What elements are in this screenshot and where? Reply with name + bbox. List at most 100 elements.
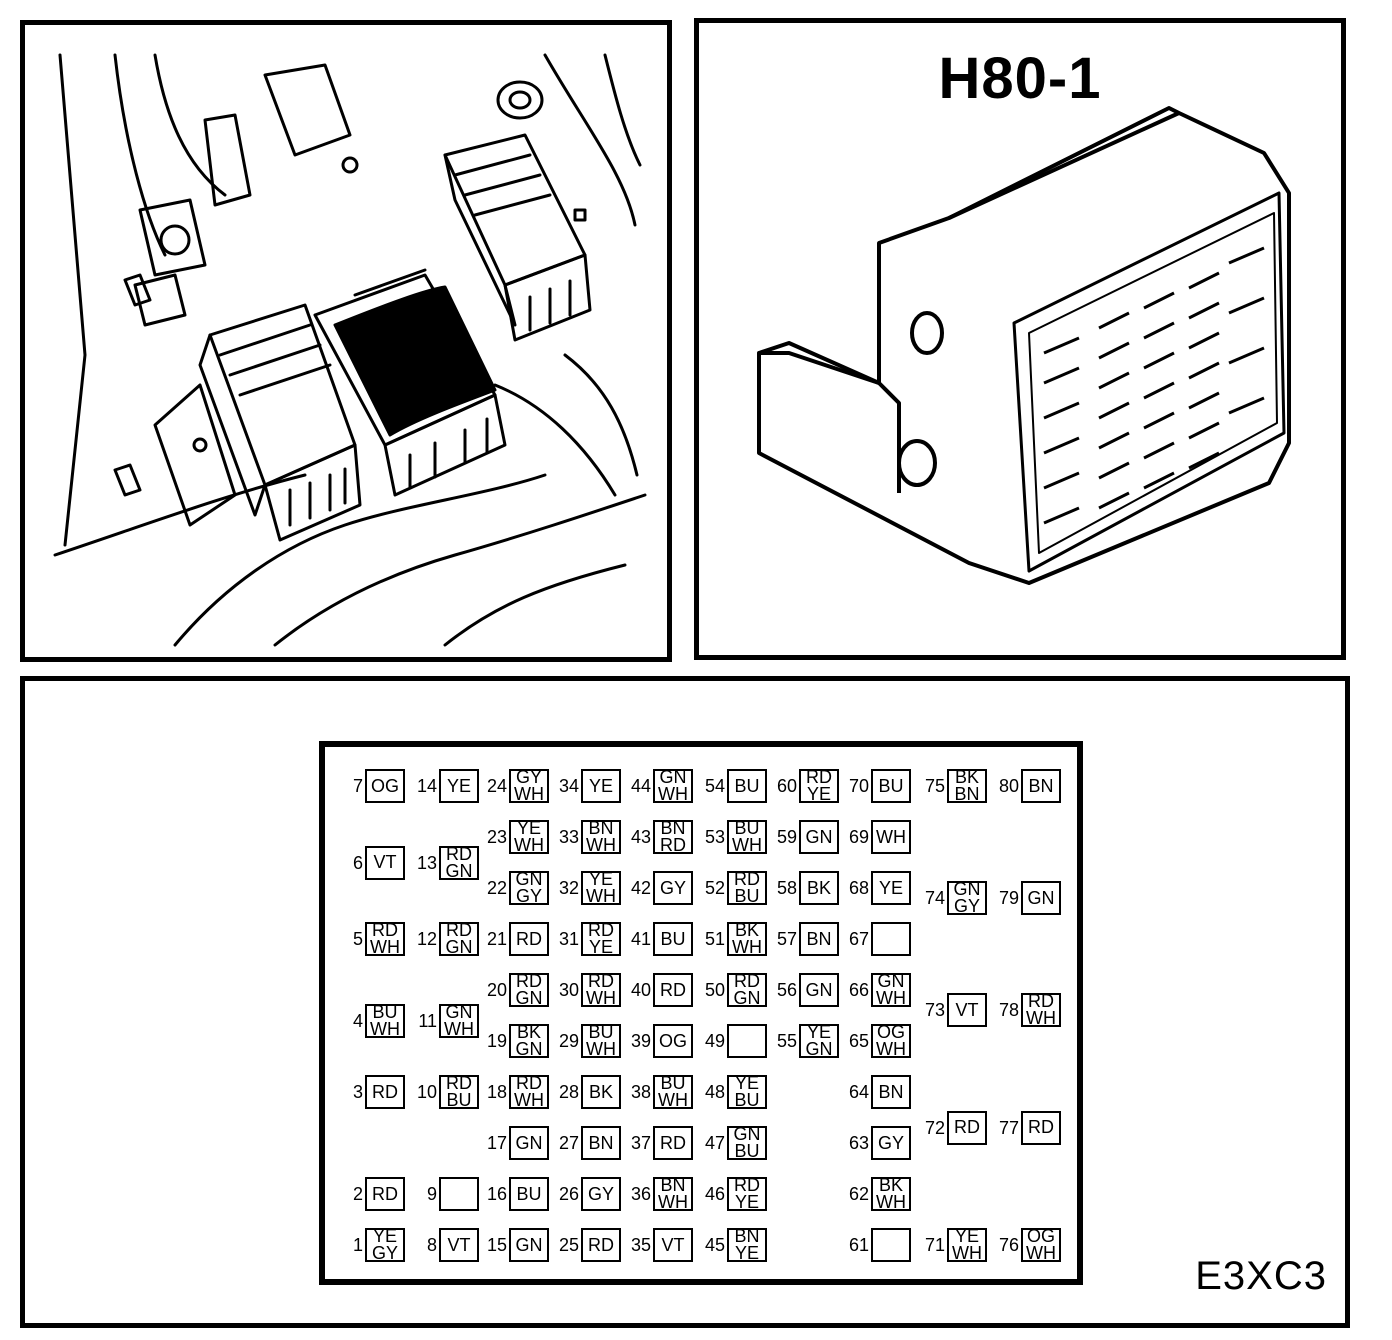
pin-59-wire-color: GN — [799, 820, 839, 854]
wire-color-code: BK — [954, 767, 979, 787]
pin-number: 15 — [486, 1235, 507, 1255]
wire-color-code: WH — [658, 1090, 688, 1110]
pin-number: 62 — [848, 1184, 869, 1204]
wire-color-code: GN — [515, 988, 543, 1008]
pin-39-wire-color: OG — [653, 1024, 693, 1058]
wire-color-code: WH — [444, 1018, 474, 1039]
wire-color-code: BN — [660, 818, 686, 838]
pin-number: 11 — [418, 1010, 437, 1031]
pin-80-wire-color: BN — [1021, 769, 1061, 803]
pin-number: 13 — [416, 852, 437, 873]
pin-number: 53 — [704, 827, 725, 847]
wire-color-code: BN — [878, 1081, 904, 1102]
pin-number: 39 — [630, 1031, 651, 1051]
wire-color-code: WH — [952, 1243, 982, 1263]
wire-color-code: RD — [446, 1073, 472, 1093]
wire-color-code: BU — [660, 1073, 686, 1093]
pin-number: 73 — [924, 1000, 945, 1021]
pin-number: 55 — [776, 1031, 797, 1051]
pin-number: 44 — [630, 776, 651, 796]
diagram-code: E3XC3 — [1195, 1254, 1327, 1298]
wire-color-code: BU — [878, 775, 904, 796]
pin-42-wire-color: GY — [653, 871, 693, 905]
wire-color-code: BU — [734, 1141, 760, 1161]
wire-color-code: YE — [734, 1073, 759, 1093]
wire-color-code: WH — [876, 1039, 906, 1059]
wire-color-code: RD — [372, 1081, 398, 1102]
wire-color-code: GY — [371, 1243, 398, 1263]
wire-color-code: BN — [1028, 775, 1054, 796]
wire-color-code: BK — [878, 1175, 903, 1195]
wire-color-code: GN — [1027, 887, 1055, 908]
wire-color-code: RD — [588, 971, 614, 991]
pin-number: 36 — [630, 1184, 651, 1204]
wire-color-code: VT — [661, 1234, 685, 1255]
pin-21-wire-color: RD — [509, 922, 549, 956]
wire-color-code: WH — [514, 1090, 544, 1110]
wire-color-code: YE — [954, 1226, 979, 1246]
pin-37-wire-color: RD — [653, 1126, 693, 1160]
wire-color-code: RD — [1028, 991, 1054, 1012]
wire-color-code: GN — [953, 879, 981, 900]
wire-color-code: YE — [734, 1243, 759, 1263]
wire-color-code: GN — [445, 1001, 473, 1022]
wire-color-code: GN — [733, 988, 761, 1008]
wire-color-code: WH — [876, 1192, 906, 1212]
pin-35-wire-color: VT — [653, 1228, 693, 1262]
wire-color-code: OG — [370, 775, 399, 796]
pin-79-wire-color: GN — [1021, 881, 1061, 916]
connector-title: H80-1 — [938, 46, 1102, 111]
wire-color-code: YE — [878, 877, 903, 898]
wire-color-code: WH — [732, 835, 762, 855]
wire-color-code: WH — [514, 784, 544, 804]
pin-number: 77 — [998, 1117, 1019, 1138]
pin-number: 20 — [486, 980, 507, 1000]
wire-color-code: RD — [660, 979, 686, 1000]
pin-number: 23 — [486, 827, 507, 847]
wire-color-code: YE — [446, 775, 471, 796]
pin-34-wire-color: YE — [581, 769, 621, 803]
wire-color-code: OG — [658, 1030, 687, 1051]
wire-color-code: GN — [877, 971, 905, 991]
pin-14-wire-color: YE — [439, 769, 479, 803]
wire-color-code: YE — [588, 775, 613, 796]
pin-70-wire-color: BU — [871, 769, 911, 803]
pin-number: 26 — [558, 1184, 579, 1204]
wire-color-code: WH — [586, 886, 616, 906]
wire-color-code: BU — [734, 1090, 760, 1110]
wire-color-code: RD — [588, 1234, 614, 1255]
pin-26-wire-color: GY — [581, 1177, 621, 1211]
pin-56-wire-color: GN — [799, 973, 839, 1007]
pin-number: 14 — [416, 776, 437, 796]
wire-color-code: GN — [515, 1039, 543, 1059]
pin-number: 45 — [704, 1235, 725, 1255]
pin-number: 51 — [704, 929, 725, 949]
pin-number: 27 — [558, 1133, 579, 1153]
pin-number: 67 — [848, 929, 869, 949]
wire-color-code: RD — [446, 920, 472, 940]
wire-color-code: GY — [659, 877, 686, 898]
pin-number: 72 — [924, 1117, 945, 1138]
wire-color-code: GY — [515, 767, 542, 787]
pin-number: 79 — [998, 888, 1019, 909]
connector-housing-drawing — [757, 106, 1291, 585]
wire-color-code: RD — [516, 1073, 542, 1093]
wire-color-code: BN — [660, 1175, 686, 1195]
pin-number: 34 — [558, 776, 579, 796]
wire-color-code: GN — [805, 1039, 833, 1059]
pin-number: 31 — [558, 929, 579, 949]
wire-color-code: BU — [446, 1090, 472, 1110]
